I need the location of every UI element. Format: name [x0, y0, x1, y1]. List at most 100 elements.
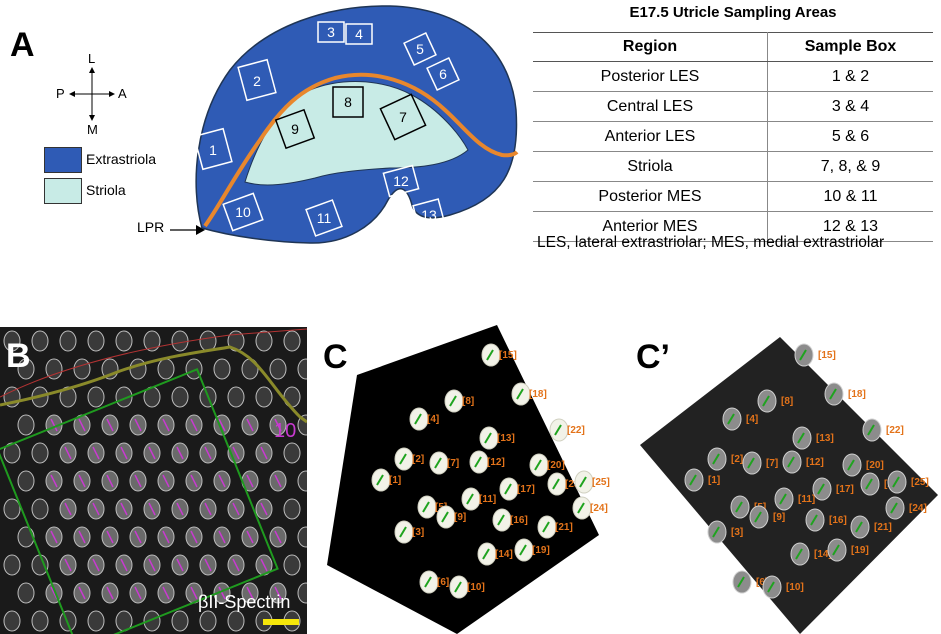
cell-axis-marker	[162, 418, 170, 432]
cell-label: [13]	[816, 433, 834, 444]
cell-region: Striola	[533, 151, 768, 182]
cell-axis-marker	[148, 446, 156, 460]
compass-rose: L M P A	[52, 51, 132, 137]
cell-axis-marker	[120, 558, 128, 572]
polarity-arrow-icon	[486, 349, 494, 361]
cell-axis-marker	[134, 586, 142, 600]
cell-label: [15]	[818, 350, 836, 361]
cell-axis-marker	[190, 586, 198, 600]
polarity-arrow-icon	[577, 502, 585, 514]
hair-cell	[199, 610, 217, 632]
cell-axis-marker	[204, 446, 212, 460]
cell-label: [24]	[909, 503, 927, 514]
hair-cell	[297, 582, 307, 604]
legend-swatch-striola	[44, 178, 82, 204]
cell-axis-marker	[64, 446, 72, 460]
box-label-10: 10	[235, 204, 251, 220]
polarity-arrow-icon	[735, 501, 743, 513]
polarity-arrow-icon	[865, 478, 873, 490]
polarity-arrow-icon	[767, 581, 775, 593]
cell-axis-marker	[148, 558, 156, 572]
panel-c-prime-label: C’	[636, 338, 670, 376]
polarity-arrow-icon	[504, 483, 512, 495]
box-label-1: 1	[209, 142, 217, 158]
cell-label: [14]	[814, 549, 832, 560]
cell-axis-marker	[176, 502, 184, 516]
cell-axis-marker	[246, 474, 254, 488]
cell-label: [1]	[389, 475, 401, 486]
lpr-arrow-icon	[170, 225, 205, 235]
hair-cell	[17, 470, 35, 492]
polarity-arrow-icon	[482, 548, 490, 560]
cell-label: [16]	[510, 515, 528, 526]
cell-axis-marker	[106, 418, 114, 432]
cell-axis-marker	[120, 502, 128, 516]
cell-axis-marker	[120, 446, 128, 460]
hair-cell	[115, 330, 133, 352]
hair-cell	[269, 358, 287, 380]
cell-axis-marker	[190, 530, 198, 544]
cell-axis-marker	[274, 418, 282, 432]
hair-cell	[59, 386, 77, 408]
polarity-arrow-icon	[519, 544, 527, 556]
hair-cell	[17, 582, 35, 604]
box-label-7: 7	[399, 109, 407, 125]
hair-cell	[31, 330, 49, 352]
cell-axis-marker	[190, 474, 198, 488]
cell-sample-box: 12 & 13	[767, 211, 933, 242]
legend-label-extrastriola: Extrastriola	[86, 151, 157, 167]
cell-axis-marker	[106, 474, 114, 488]
cell-axis-marker	[218, 586, 226, 600]
cell-label: [15]	[499, 350, 517, 361]
polarity-arrow-icon	[542, 521, 550, 533]
legend-swatch-extrastriola	[44, 147, 82, 173]
cell-region: Posterior LES	[533, 61, 768, 92]
cell-label: [21]	[874, 522, 892, 533]
hair-cell	[227, 386, 245, 408]
cell-label: [14]	[495, 549, 513, 560]
hair-cell	[143, 330, 161, 352]
cell-label: [18]	[848, 389, 866, 400]
polarity-arrow-icon	[689, 474, 697, 486]
polarity-arrow-icon	[779, 493, 787, 505]
table-title: E17.5 Utricle Sampling Areas	[629, 4, 837, 21]
box-number-label: 10	[274, 420, 297, 442]
panel-c-prime-micrograph: [1][2][3][4][5][6][7][8][9][10][11][12][…	[640, 337, 938, 634]
hair-cell	[31, 442, 49, 464]
cell-axis-marker	[134, 530, 142, 544]
cell-label: [3]	[731, 527, 743, 538]
cell-axis-marker	[148, 502, 156, 516]
box-label-2: 2	[253, 73, 261, 89]
cell-axis-marker	[218, 530, 226, 544]
cell-axis-marker	[176, 446, 184, 460]
cell-axis-marker	[78, 586, 86, 600]
cell-axis-marker	[162, 586, 170, 600]
cell-sample-box: 7, 8, & 9	[767, 151, 933, 182]
cell-label: [17]	[836, 484, 854, 495]
cell-axis-marker	[190, 418, 198, 432]
hair-cell	[31, 554, 49, 576]
compass-label-anterior: A	[118, 86, 127, 101]
hair-cell	[115, 386, 133, 408]
cell-region: Anterior MES	[533, 211, 768, 242]
cell-sample-box: 10 & 11	[767, 181, 933, 212]
hair-cell	[297, 358, 307, 380]
cell-label: [19]	[532, 545, 550, 556]
hair-cell	[199, 330, 217, 352]
polarity-arrow-icon	[737, 576, 745, 588]
polarity-arrow-icon	[376, 474, 384, 486]
hair-cell	[171, 610, 189, 632]
hair-cell	[87, 386, 105, 408]
polarity-arrow-icon	[762, 395, 770, 407]
sampling-box-10-outline	[0, 368, 279, 634]
polarity-arrow-icon	[434, 457, 442, 469]
hair-cell	[213, 358, 231, 380]
cell-axis-marker	[106, 530, 114, 544]
cell-label: [22]	[886, 425, 904, 436]
cell-label: [7]	[447, 458, 459, 469]
cell-label: [16]	[829, 515, 847, 526]
hair-cell	[255, 386, 273, 408]
